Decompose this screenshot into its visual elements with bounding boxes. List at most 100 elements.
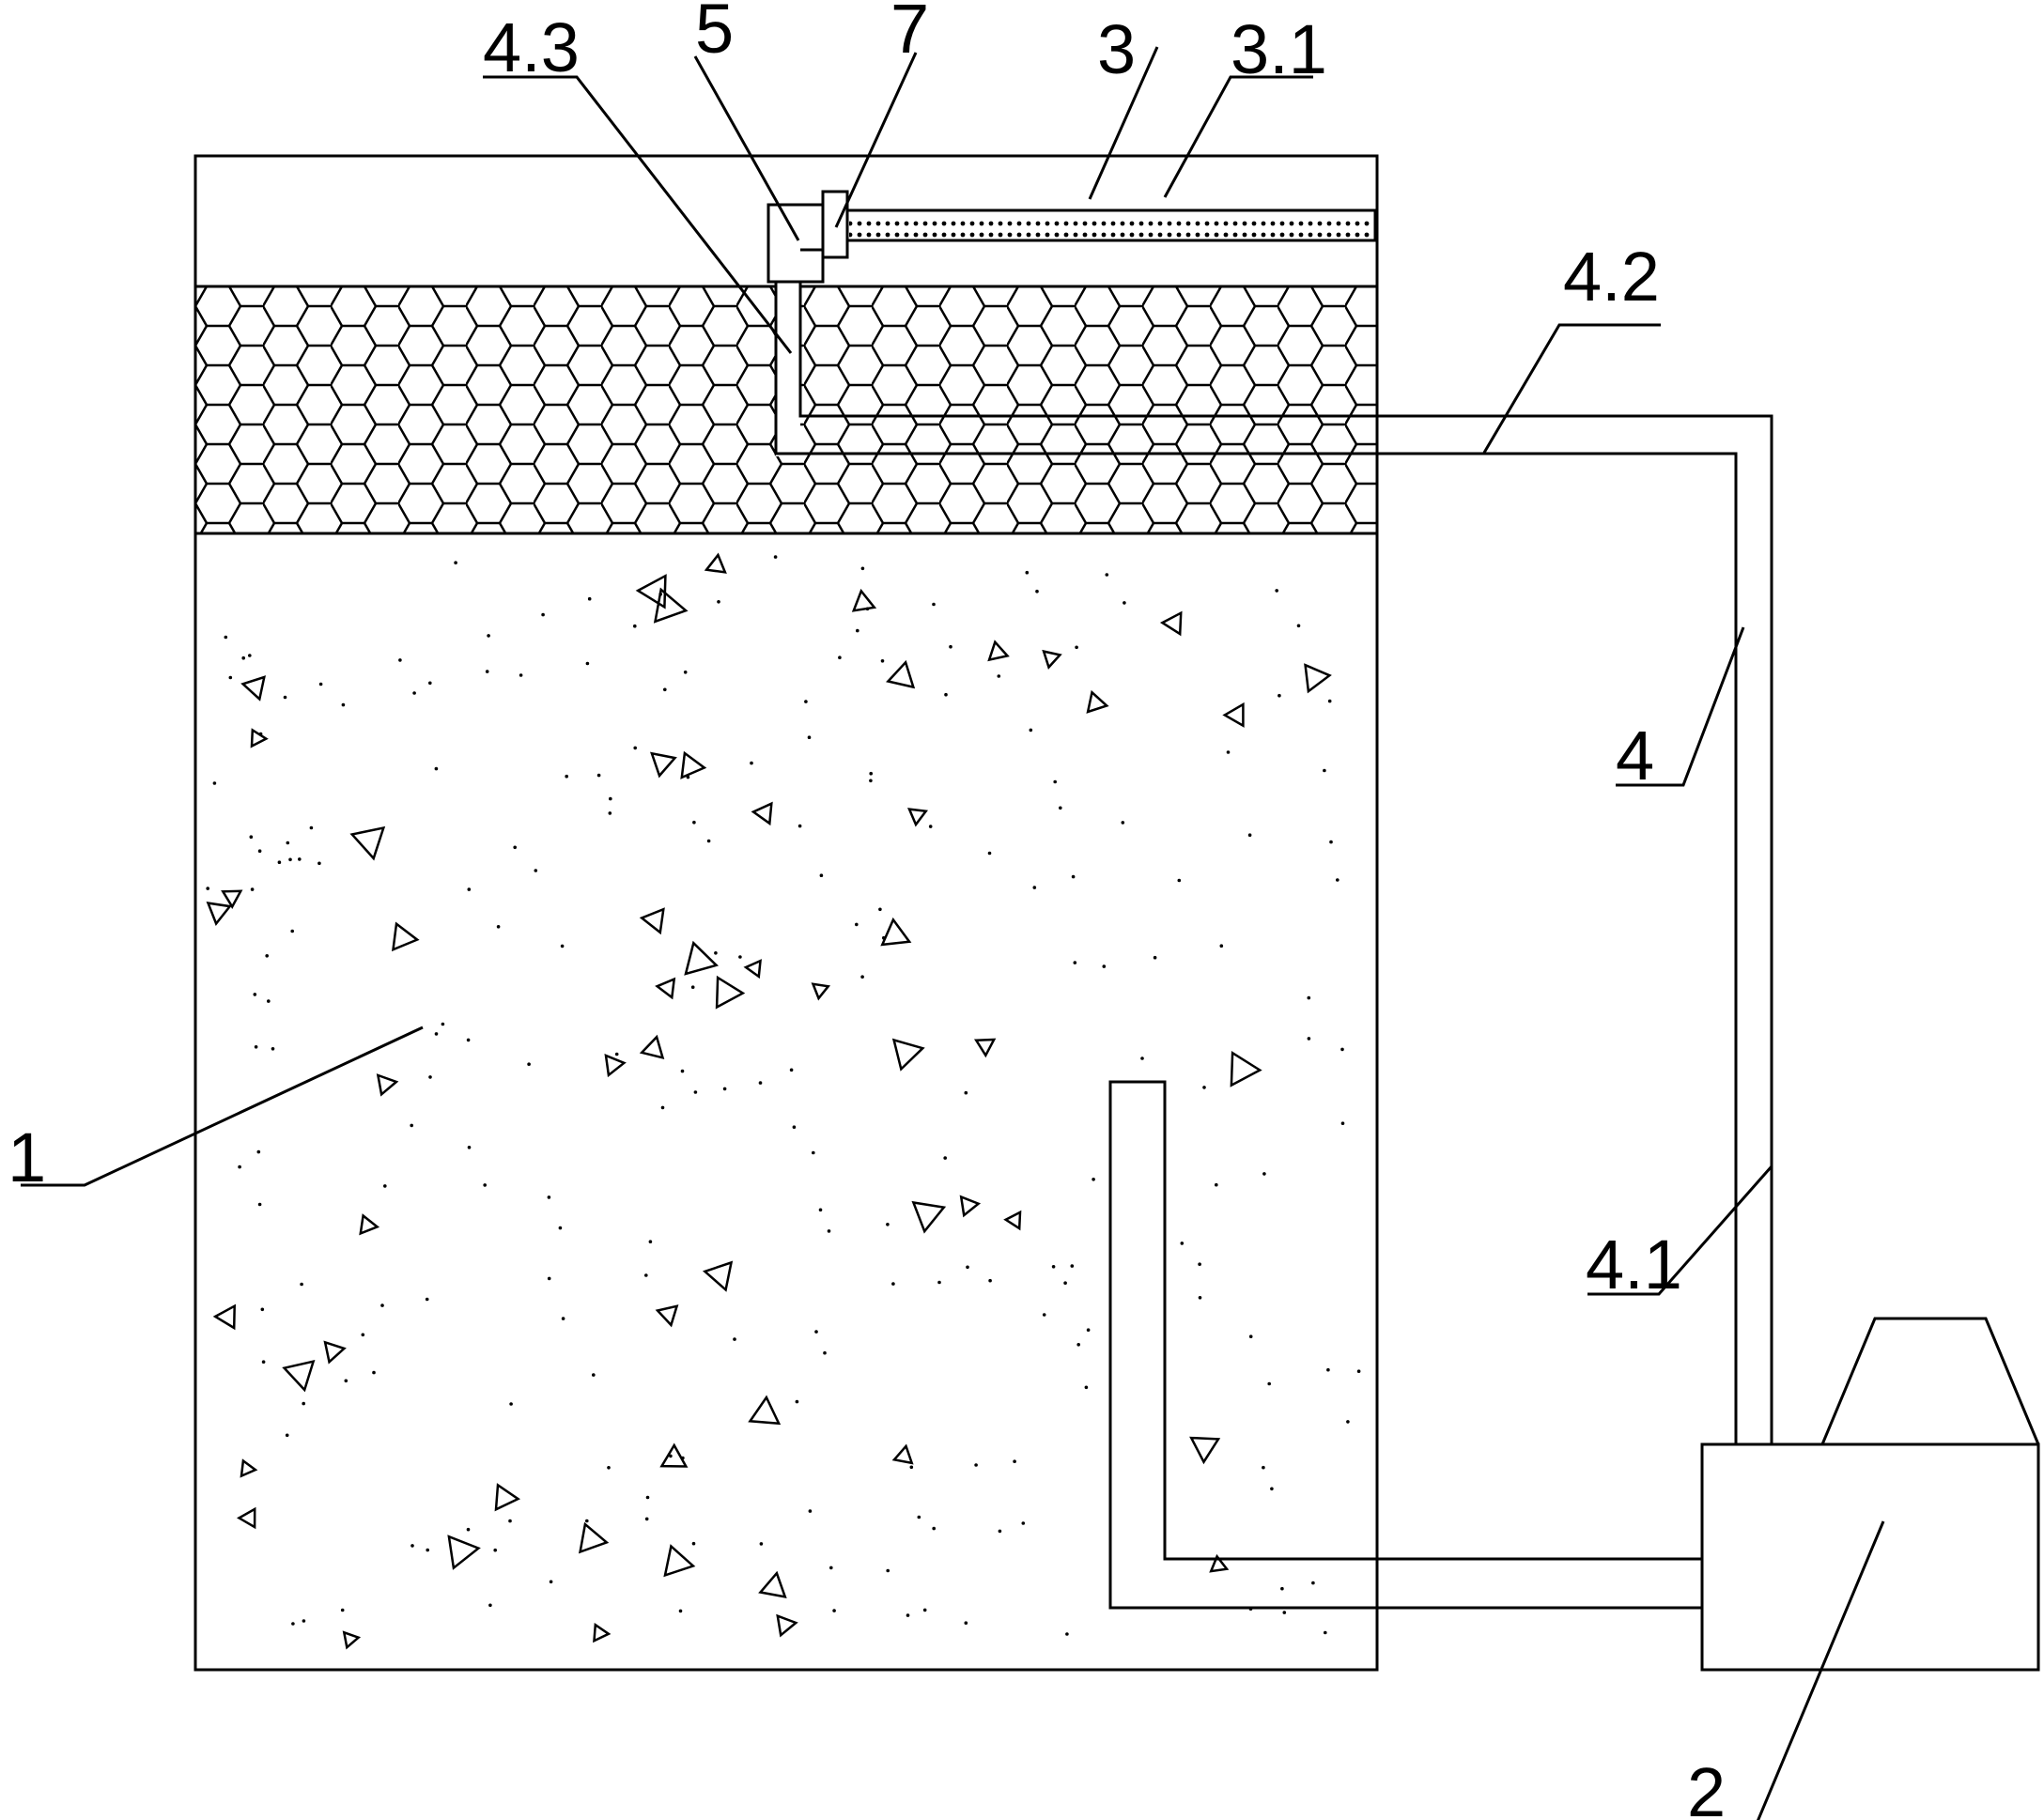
fill-dot <box>807 735 812 739</box>
fill-dot <box>1102 964 1107 968</box>
fill-dot <box>302 1619 306 1623</box>
fill-dot <box>340 1608 345 1612</box>
fill-particle <box>1222 702 1245 728</box>
fill-dot <box>823 1350 827 1355</box>
fill-dot <box>1073 961 1077 964</box>
fill-dot <box>466 1038 471 1042</box>
fill-dot <box>256 1149 261 1154</box>
fill-particle <box>376 1073 399 1097</box>
fill-dot <box>678 1609 683 1613</box>
fill-dot <box>1198 1296 1202 1300</box>
pipe <box>774 282 1773 1444</box>
fill-dot <box>681 1456 685 1460</box>
fill-dot <box>608 811 612 815</box>
fill-dot <box>1340 1047 1344 1052</box>
fill-dot <box>257 1202 262 1207</box>
fill-dot <box>818 1208 823 1212</box>
fill-dot <box>1311 1581 1315 1585</box>
fill-dot <box>248 654 252 657</box>
fill-dot <box>1140 1057 1144 1060</box>
fill-dot <box>286 841 290 845</box>
fill-particle <box>604 1054 627 1078</box>
fill-dot <box>609 796 612 801</box>
fill-dot <box>1063 1281 1067 1285</box>
fill-dot <box>706 839 711 843</box>
fill-particle <box>593 1622 612 1643</box>
fill-dot <box>804 700 808 703</box>
fill-dot <box>1070 1264 1075 1268</box>
fill-particle <box>1003 1210 1022 1231</box>
fill-dot <box>1307 1037 1311 1041</box>
fill-dot <box>998 1529 1002 1534</box>
fill-dot <box>410 1544 414 1548</box>
fill-dot <box>669 1454 673 1458</box>
fill-dot <box>488 1603 492 1608</box>
fill-dot <box>302 1401 306 1406</box>
fill-dot <box>1053 779 1057 784</box>
fill-dot <box>467 887 472 891</box>
fill-particle <box>349 825 386 861</box>
fill-particle <box>655 1304 679 1328</box>
fill-dot <box>1013 1459 1016 1463</box>
fill-dot <box>1075 645 1078 650</box>
label-spray-bar-holes: 3.1 <box>1231 10 1327 88</box>
fill-dot <box>277 860 282 864</box>
fill-dot <box>917 1515 921 1519</box>
fill-dot <box>380 1303 384 1307</box>
fill-particle <box>959 1195 982 1218</box>
fill-dot <box>607 1466 611 1470</box>
fill-dot <box>258 732 263 736</box>
pump-motor <box>1820 1317 2040 1445</box>
spray-bar-holes <box>849 219 1373 238</box>
fill-dot <box>1076 1343 1080 1347</box>
fill-dot <box>565 774 568 779</box>
fill-dot <box>425 1297 429 1302</box>
fill-dot <box>1032 886 1037 889</box>
fill-dot <box>1336 878 1339 882</box>
fill-particle <box>635 574 667 609</box>
pump <box>1700 1317 2040 1672</box>
fill-particle <box>650 751 677 779</box>
fill-particle <box>282 1360 316 1393</box>
fill-dot <box>228 675 233 680</box>
fill-dot <box>585 1519 589 1523</box>
fill-dot <box>1051 1265 1056 1269</box>
fill-dot <box>974 1463 978 1467</box>
fill-particle <box>891 1443 914 1465</box>
fill-dot <box>644 1517 649 1521</box>
label-valve: 7 <box>890 0 929 68</box>
fill-dot <box>1278 693 1281 698</box>
fill-dot <box>513 845 517 850</box>
fill-dot <box>949 644 952 649</box>
fill-dot <box>254 1045 258 1049</box>
fill-dot <box>1275 589 1278 593</box>
label-connector: 5 <box>695 0 734 68</box>
spray-bar <box>845 208 1377 242</box>
fill-particle <box>680 750 707 779</box>
fill-dot <box>206 887 209 890</box>
fill-particle <box>1189 1436 1221 1465</box>
fill-dot <box>596 773 601 778</box>
fill-dot <box>257 849 262 853</box>
fill-dot <box>886 1568 890 1573</box>
fill-dot <box>1262 1172 1266 1176</box>
fill-particle <box>684 940 720 976</box>
fill-dot <box>300 1282 303 1287</box>
fill-dot <box>267 999 271 1003</box>
fill-particle <box>206 902 233 926</box>
fill-dot <box>1262 1465 1265 1470</box>
fill-dot <box>485 670 489 673</box>
fill-dot <box>909 1465 914 1470</box>
fill-dot <box>964 1621 968 1625</box>
fill-dot <box>341 702 346 707</box>
fill-dot <box>519 673 523 677</box>
fill-dot <box>410 1123 414 1128</box>
fill-dot <box>987 851 992 856</box>
fill-particle <box>663 1544 696 1578</box>
fill-dot <box>1323 768 1326 773</box>
fill-dot <box>558 1226 563 1230</box>
pipe-inner-wall <box>798 282 1773 1444</box>
fill-dot <box>317 861 321 866</box>
fill-dot <box>658 592 662 596</box>
